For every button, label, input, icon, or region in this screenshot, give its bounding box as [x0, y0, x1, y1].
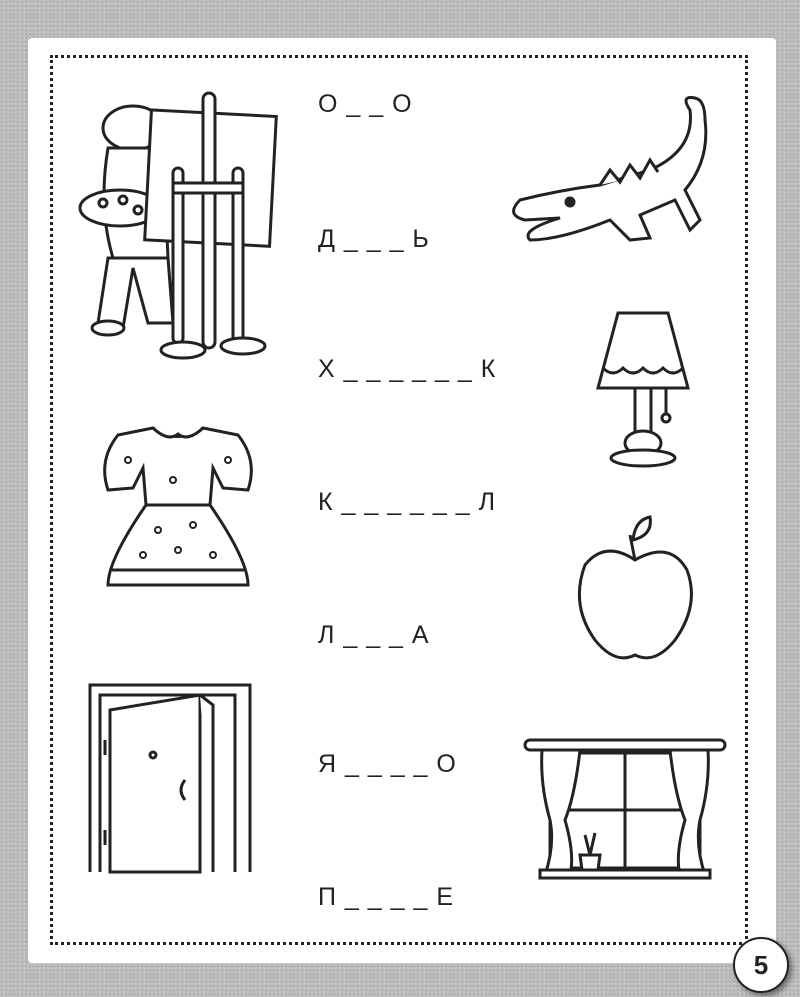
crocodile-picture [500, 90, 710, 250]
word-puzzle-4: К _ _ _ _ _ _ Л [318, 488, 497, 516]
word-puzzle-2: Д _ _ _ Ь [318, 225, 430, 253]
door-picture [85, 680, 255, 875]
dress-picture [98, 420, 258, 595]
word-puzzle-1: О _ _ О [318, 90, 413, 118]
lamp-picture [588, 308, 698, 468]
page-number: 5 [733, 937, 789, 993]
window-picture [520, 735, 730, 885]
apple-picture [575, 515, 700, 670]
word-puzzle-6: Я _ _ _ _ О [318, 750, 457, 778]
word-puzzle-5: Л _ _ _ А [318, 621, 430, 649]
dotted-frame [50, 55, 748, 945]
word-puzzle-3: Х _ _ _ _ _ _ К [318, 355, 497, 383]
word-puzzle-7: П _ _ _ _ Е [318, 883, 454, 911]
painter-picture [78, 88, 278, 363]
